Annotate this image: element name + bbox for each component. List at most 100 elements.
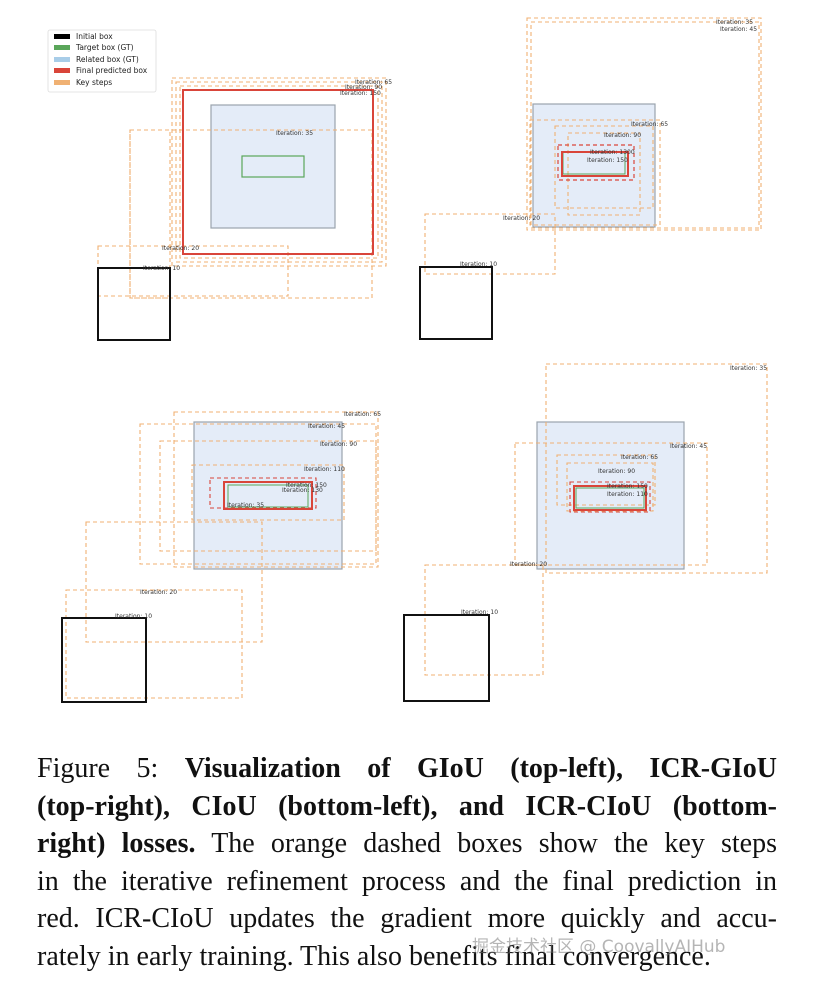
- final-predicted-box: [561, 151, 629, 177]
- caption-text: The orange dashed boxes show the key ste…: [195, 828, 777, 859]
- panel-bottom-left: Iteration: 65 Iteration: 45 Iteration: 9…: [61, 411, 381, 703]
- iteration-label: Iteration: 150: [587, 157, 628, 164]
- figure-caption: Figure 5: Visualization of GIoU (top-lef…: [37, 750, 777, 975]
- legend: Initial box Target box (GT) Related box …: [47, 29, 157, 93]
- target-box: [575, 487, 645, 509]
- key-step-box: [179, 85, 379, 259]
- key-step-box: [191, 464, 345, 521]
- key-step-box: [514, 442, 708, 566]
- legend-final-label: Final predicted box: [76, 66, 148, 75]
- iteration-label: Iteration: 65: [355, 79, 392, 86]
- iteration-label: Iteration: 150: [340, 90, 381, 97]
- iteration-label: Iteration: 45: [308, 423, 345, 430]
- iteration-label: Iteration: 35: [716, 19, 753, 26]
- iteration-label: Iteration: 150: [286, 482, 327, 489]
- panel-top-left: Iteration: 65 Iteration: 90 Iteration: 1…: [97, 77, 392, 341]
- legend-final: Final predicted box: [54, 66, 148, 75]
- legend-related: Related box (GT): [54, 55, 139, 64]
- panel-bottom-right: Iteration: 35 Iteration: 45 Iteration: 6…: [403, 363, 768, 702]
- caption-line-4: in the iterative refinement process and …: [37, 865, 777, 897]
- key-step-box: [424, 564, 544, 676]
- final-predicted-box: [182, 89, 374, 255]
- legend-target-swatch: [54, 45, 70, 50]
- legend-initial-swatch: [54, 34, 70, 39]
- caption-bold-end: right) losses.: [37, 828, 196, 859]
- initial-box: [419, 266, 493, 340]
- related-box: [536, 421, 685, 570]
- iteration-label: Iteration: 90: [604, 132, 641, 139]
- key-step-box: [159, 440, 377, 552]
- figure-panels: Initial box Target box (GT) Related box …: [47, 17, 768, 703]
- final-predicted-box: [223, 481, 313, 510]
- caption-bold-title: Visualization of GIoU (top-left), ICR-GI…: [184, 753, 777, 784]
- iteration-label: Iteration: 10: [461, 609, 498, 616]
- legend-target-label: Target box (GT): [75, 43, 134, 52]
- legend-target: Target box (GT): [54, 43, 134, 52]
- key-step-box: [557, 144, 635, 181]
- iteration-label: Iteration: 65: [621, 454, 658, 461]
- caption-line-6: rately in early training. This also bene…: [37, 940, 711, 972]
- iteration-label: Iteration: 90: [320, 441, 357, 448]
- iteration-label: Iteration: 110: [607, 491, 648, 498]
- key-step-box: [554, 125, 654, 209]
- caption-line-1: Figure 5: Visualization of GIoU (top-lef…: [37, 750, 777, 788]
- legend-initial-label: Initial box: [76, 32, 113, 41]
- iteration-label: Iteration: 35: [227, 502, 264, 509]
- key-step-box: [129, 129, 171, 299]
- legend-key-steps: Key steps: [54, 78, 112, 87]
- key-step-box: [424, 213, 556, 275]
- iteration-label: Iteration: 130: [282, 487, 323, 494]
- caption-line-3: right) losses. The orange dashed boxes s…: [37, 825, 777, 863]
- key-step-box: [545, 363, 768, 574]
- target-box: [227, 484, 309, 508]
- caption-line-5: red. ICR-CIoU updates the gradient more …: [37, 903, 777, 934]
- iteration-label: Iteration: 90: [598, 468, 635, 475]
- iteration-label: Iteration: 65: [344, 411, 381, 418]
- iteration-label: Iteration: 20: [140, 589, 177, 596]
- caption-line-2: (top-right), CIoU (bottom-left), and ICR…: [37, 790, 777, 822]
- panel-top-right: Iteration: 35 Iteration: 45 Iteration: 6…: [419, 17, 762, 340]
- key-step-box: [530, 21, 760, 229]
- iteration-label: Iteration: 150: [607, 483, 648, 490]
- key-step-box: [175, 81, 383, 263]
- key-step-box: [65, 589, 243, 699]
- key-step-box: [556, 454, 656, 506]
- initial-box: [403, 614, 490, 702]
- iteration-label: Iteration: 45: [720, 26, 757, 33]
- iteration-label: Iteration: 35: [276, 130, 313, 137]
- final-predicted-box: [573, 485, 647, 511]
- legend-key-steps-swatch: [54, 80, 70, 85]
- key-step-box: [173, 411, 379, 568]
- iteration-label: Iteration: 90: [345, 84, 382, 91]
- key-step-box: [139, 423, 377, 565]
- iteration-label: Iteration: 10: [143, 265, 180, 272]
- iteration-label: Iteration: 10: [460, 261, 497, 268]
- iteration-label: Iteration: 45: [670, 443, 707, 450]
- watermark: 掘金技术社区 @ CoovallyAIHub: [472, 937, 726, 957]
- key-step-box: [569, 481, 651, 513]
- legend-key-steps-label: Key steps: [76, 78, 112, 87]
- iteration-label: Iteration: 20: [503, 215, 540, 222]
- related-box: [193, 421, 343, 570]
- iteration-label: Iteration: 20: [510, 561, 547, 568]
- initial-box: [97, 267, 171, 341]
- iteration-label: Iteration: 20: [162, 245, 199, 252]
- legend-initial: Initial box: [54, 32, 113, 41]
- target-box: [241, 155, 305, 178]
- iteration-label: Iteration: 1300: [590, 149, 635, 156]
- caption-figure-label: Figure 5:: [37, 753, 185, 784]
- key-step-box: [529, 119, 661, 226]
- key-step-box: [526, 17, 762, 231]
- related-box: [210, 104, 336, 229]
- legend-final-swatch: [54, 68, 70, 73]
- key-step-box: [85, 521, 263, 643]
- iteration-label: Iteration: 10: [115, 613, 152, 620]
- iteration-label: Iteration: 35: [730, 365, 767, 372]
- key-step-box: [171, 77, 387, 267]
- initial-box: [61, 617, 147, 703]
- iteration-label: Iteration: 65: [631, 121, 668, 128]
- iteration-label: Iteration: 110: [304, 466, 345, 473]
- legend-related-label: Related box (GT): [76, 55, 139, 64]
- related-box: [532, 103, 656, 228]
- legend-related-swatch: [54, 57, 70, 62]
